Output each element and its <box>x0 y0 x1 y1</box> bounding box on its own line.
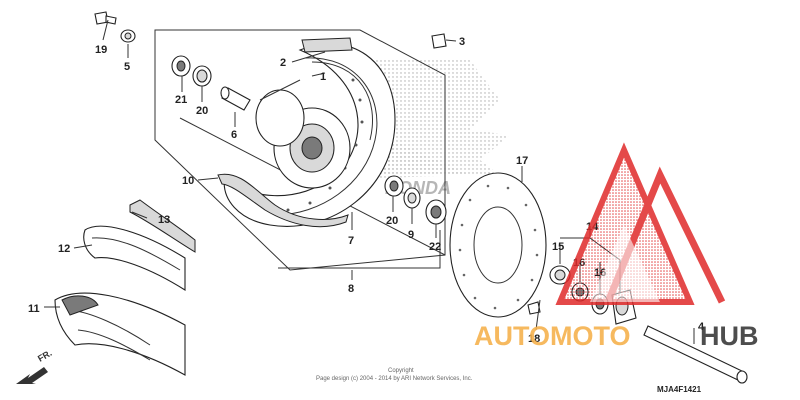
oil-seal-9-part <box>403 187 421 209</box>
callout-15: 15 <box>552 241 564 253</box>
callout-1: 1 <box>320 71 326 83</box>
dust-seal-20-part <box>192 65 212 87</box>
callout-20-right: 20 <box>386 215 398 227</box>
watermark-text-automoto: AUTOMOTO <box>474 321 631 351</box>
callout-20-left: 20 <box>196 105 208 117</box>
rim-band-part <box>217 173 349 228</box>
tire-part <box>54 292 186 376</box>
callout-4: 4 <box>698 321 705 333</box>
callout-10: 10 <box>182 175 194 187</box>
callout-12: 12 <box>58 243 70 255</box>
callout-6: 6 <box>231 129 237 141</box>
front-direction-arrow: FR. <box>16 348 54 384</box>
valve-cap-part <box>431 33 447 49</box>
watermark-logo-mark <box>555 142 726 305</box>
front-arrow-label: FR. <box>36 348 54 364</box>
callout-2: 2 <box>280 57 286 69</box>
callout-21: 21 <box>175 94 187 106</box>
watermark-text-hub: HUB <box>700 321 759 351</box>
dust-seal-22-part <box>425 199 447 225</box>
rim-strip-part <box>129 199 196 253</box>
callout-8: 8 <box>348 283 354 295</box>
copyright-line-2: Page design (c) 2004 - 2014 by ARI Netwo… <box>316 376 473 382</box>
callout-17: 17 <box>516 155 528 167</box>
callout-7: 7 <box>348 235 354 247</box>
callout-5: 5 <box>124 61 130 73</box>
copyright-line-1: Copyright <box>388 368 414 374</box>
distance-collar-part <box>220 86 251 111</box>
bearing-20-right-part <box>384 175 404 197</box>
callout-11: 11 <box>28 303 40 315</box>
wheel-hub <box>255 79 351 189</box>
collar-5-part <box>120 29 136 43</box>
brake-disc-part <box>449 172 547 318</box>
bearing-21-part <box>171 55 191 77</box>
callout-13: 13 <box>158 214 170 226</box>
callout-22: 22 <box>429 241 441 253</box>
bolt-19-part <box>94 11 117 25</box>
front-axle-part <box>643 325 748 384</box>
inner-tube-part <box>83 225 186 291</box>
callout-3: 3 <box>459 36 465 48</box>
callout-19: 19 <box>95 44 107 56</box>
front-wheel-rim <box>223 37 396 227</box>
callout-9: 9 <box>408 229 414 241</box>
disc-bolt-part <box>527 301 541 315</box>
side-collar-15-part <box>549 265 571 285</box>
figure-code: MJA4F1421 <box>657 385 702 394</box>
callout-18: 18 <box>528 333 540 345</box>
